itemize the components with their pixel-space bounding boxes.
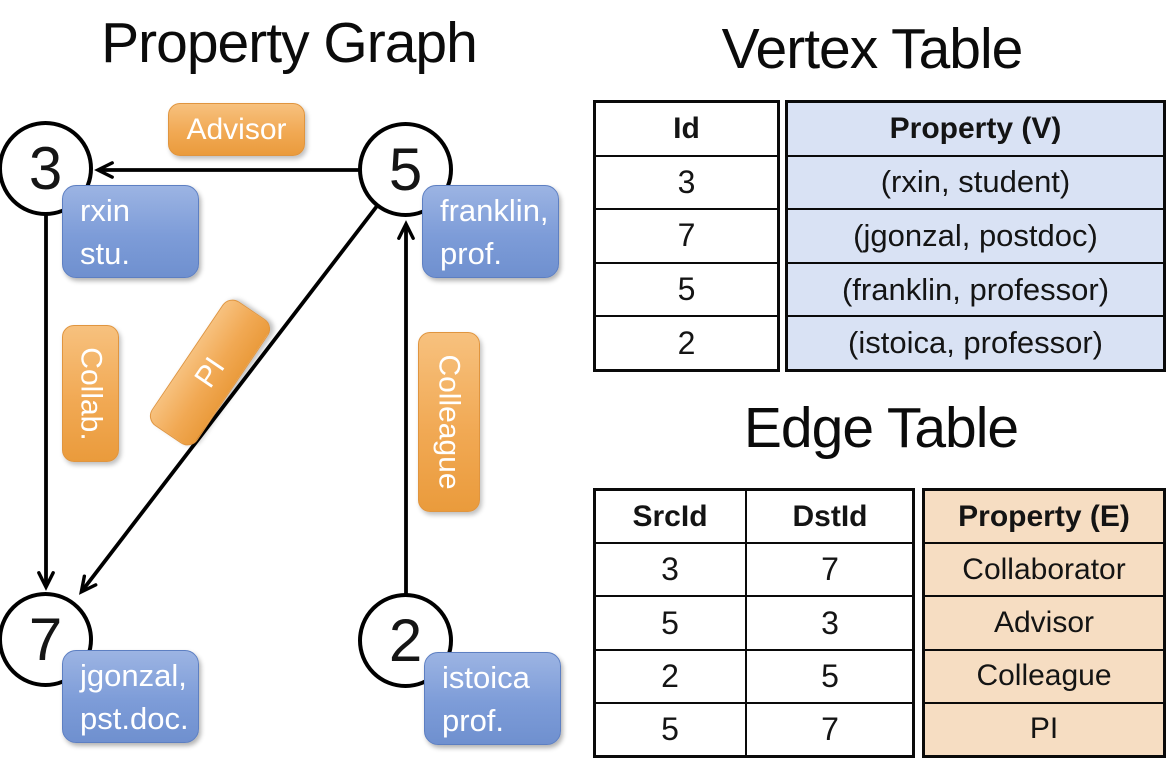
srcid-cell: 5 bbox=[661, 710, 679, 747]
table-row: 3 bbox=[596, 154, 777, 209]
vertex-label-franklin-line2: prof. bbox=[440, 236, 503, 271]
table-row: (franklin, professor) bbox=[788, 261, 1163, 316]
vertex-label-istoica-line1: istoica bbox=[442, 660, 530, 695]
srcid-cell: 2 bbox=[661, 657, 679, 694]
table-row: 2 bbox=[596, 315, 777, 369]
vertex-label-franklin-line1: franklin, bbox=[440, 193, 549, 228]
srcid-cell: 3 bbox=[661, 551, 679, 588]
vertex-label-rxin-line2: stu. bbox=[80, 236, 130, 271]
table-row: 5 3 bbox=[596, 595, 913, 649]
vertex-label-jgonzal-line2: pst.doc. bbox=[80, 701, 189, 736]
vertex-node-5-id: 5 bbox=[388, 136, 423, 203]
table-row: 2 5 bbox=[596, 648, 913, 702]
vertex-table-id-header: Id bbox=[673, 111, 700, 145]
table-row: PI bbox=[925, 701, 1163, 756]
edge-badge-advisor: Advisor bbox=[168, 103, 305, 156]
edge-badge-pi-label: PI bbox=[187, 351, 232, 394]
table-row: (istoica, professor) bbox=[788, 315, 1163, 369]
edge-table-id-header-row: SrcId DstId bbox=[596, 491, 913, 543]
vertex-table: Id 3 7 5 2 Property (V) (rxin, student) … bbox=[593, 100, 1166, 372]
dstid-cell: 3 bbox=[745, 597, 913, 649]
vertex-node-2-id: 2 bbox=[388, 607, 423, 674]
edge-table-property-header: Property (E) bbox=[925, 491, 1163, 543]
vertex-table-property-header: Property (V) bbox=[788, 103, 1163, 155]
vertex-label-rxin-line1: rxin bbox=[80, 193, 130, 228]
edge-badge-advisor-label: Advisor bbox=[186, 112, 287, 146]
table-row: 5 bbox=[596, 261, 777, 316]
table-row: Collaborator bbox=[925, 542, 1163, 596]
table-row: (rxin, student) bbox=[788, 154, 1163, 209]
edge-table-property-column: Property (E) Collaborator Advisor Collea… bbox=[922, 488, 1166, 758]
edge-table-srcid-header: SrcId bbox=[632, 499, 708, 533]
vertex-label-istoica: istoica prof. bbox=[424, 652, 561, 745]
graph-edges bbox=[37, 161, 415, 595]
vertex-table-property-column: Property (V) (rxin, student) (jgonzal, p… bbox=[785, 100, 1166, 372]
property-graph-title: Property Graph bbox=[101, 11, 478, 75]
edge-pi-line bbox=[79, 204, 379, 595]
edge-badge-colleague: Colleague bbox=[418, 332, 480, 512]
vertex-table-id-column: Id 3 7 5 2 bbox=[593, 100, 780, 372]
table-row: 5 7 bbox=[596, 701, 913, 756]
vertex-node-3-id: 3 bbox=[28, 135, 63, 202]
edge-table-id-columns: SrcId DstId 3 7 5 3 2 5 5 7 bbox=[593, 488, 915, 758]
vertex-label-jgonzal-line1: jgonzal, bbox=[80, 658, 187, 693]
vertex-table-title: Vertex Table bbox=[721, 17, 1024, 81]
srcid-cell: 5 bbox=[661, 604, 679, 641]
vertex-node-5: 5 bbox=[358, 122, 453, 217]
edge-badge-collab: Collab. bbox=[62, 325, 119, 462]
table-row: 3 7 bbox=[596, 542, 913, 596]
vertex-label-franklin: franklin, prof. bbox=[422, 185, 559, 278]
dstid-cell: 7 bbox=[745, 544, 913, 596]
dstid-cell: 7 bbox=[745, 703, 913, 756]
edge-badge-collab-label: Collab. bbox=[74, 346, 108, 441]
vertex-node-7-id: 7 bbox=[28, 606, 63, 673]
vertex-node-2: 2 bbox=[358, 593, 453, 688]
table-row: (jgonzal, postdoc) bbox=[788, 208, 1163, 262]
vertex-label-jgonzal: jgonzal, pst.doc. bbox=[62, 650, 199, 743]
table-row: 7 bbox=[596, 208, 777, 262]
table-row: Advisor bbox=[925, 595, 1163, 649]
dstid-cell: 5 bbox=[745, 650, 913, 702]
edge-table-title: Edge Table bbox=[743, 396, 1019, 460]
vertex-label-istoica-line2: prof. bbox=[442, 703, 505, 738]
vertex-label-rxin: rxin stu. bbox=[62, 185, 199, 278]
edge-table: SrcId DstId 3 7 5 3 2 5 5 7 Property (E)… bbox=[593, 488, 1166, 758]
table-row: Colleague bbox=[925, 648, 1163, 702]
edge-badge-colleague-label: Colleague bbox=[433, 354, 467, 490]
edge-table-dstid-header: DstId bbox=[745, 491, 913, 543]
